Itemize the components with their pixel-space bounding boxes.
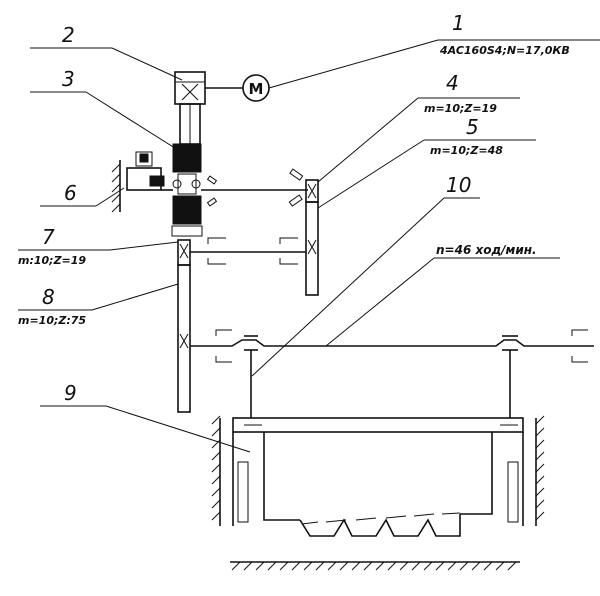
svg-text:9: 9	[64, 381, 77, 405]
belt-pulley	[174, 71, 206, 105]
speed-callout: n=46 ход/мин.	[325, 243, 560, 347]
callout-9: 9	[40, 381, 251, 453]
callout-2: 2	[30, 23, 183, 81]
svg-text:m=10;Z=48: m=10;Z=48	[430, 144, 503, 157]
svg-text:4: 4	[446, 71, 459, 95]
svg-text:m=10;Z=19: m=10;Z=19	[424, 102, 497, 115]
callout-7: 7 m:10;Z=19	[18, 225, 179, 267]
svg-text:4AC160S4;N=17,0КВ: 4AC160S4;N=17,0КВ	[439, 44, 570, 57]
callout-6: 6	[40, 181, 125, 207]
base	[230, 561, 520, 571]
gear-5	[305, 201, 319, 296]
callout-10: 10	[251, 173, 480, 377]
gear-4	[305, 179, 319, 203]
die-teeth	[299, 512, 461, 537]
bearing-4	[288, 168, 304, 207]
callout-1: 1 4AC160S4;N=17,0КВ	[268, 11, 600, 89]
brake	[111, 151, 173, 213]
callout-8: 8 m=10;Z:75	[18, 283, 179, 327]
svg-text:3: 3	[62, 67, 75, 91]
svg-text:1: 1	[452, 11, 465, 35]
svg-text:5: 5	[466, 115, 479, 139]
svg-text:8: 8	[42, 285, 55, 309]
slide	[232, 417, 524, 526]
crankshaft	[190, 339, 594, 347]
gear-8	[177, 264, 191, 413]
guide-right	[535, 415, 545, 526]
svg-text:10: 10	[446, 173, 471, 197]
callout-3: 3	[30, 67, 179, 151]
svg-text:6: 6	[64, 181, 77, 205]
svg-text:m:10;Z=19: m:10;Z=19	[18, 254, 86, 267]
guide-left	[211, 415, 221, 526]
clutch	[171, 143, 218, 237]
motor-symbol: M	[249, 80, 264, 98]
svg-text:2: 2	[62, 23, 75, 47]
callout-5: 5 m=10;Z=48	[317, 115, 536, 209]
motor: M	[242, 74, 270, 102]
bearing-7	[207, 237, 298, 265]
callout-4: 4 m=10;Z=19	[317, 71, 520, 183]
v-belt	[179, 103, 201, 145]
speed-label: n=46 ход/мин.	[436, 243, 537, 257]
svg-text:m=10;Z:75: m=10;Z:75	[18, 314, 86, 327]
gear-7	[177, 239, 191, 266]
svg-text:7: 7	[42, 225, 55, 249]
